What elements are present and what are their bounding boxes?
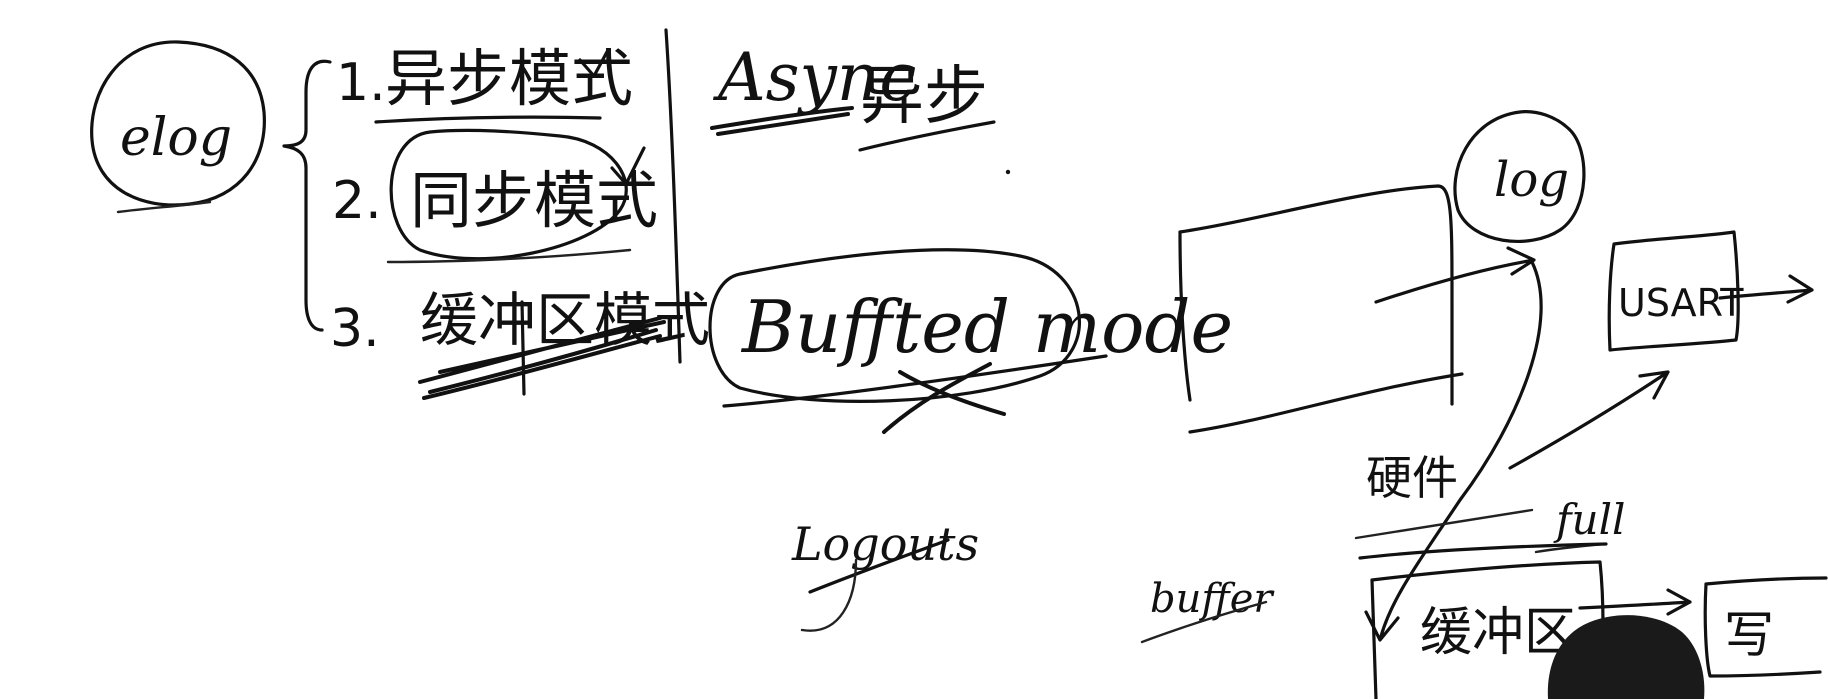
buffer-word-underline: [1140, 600, 1268, 644]
item-2-ellipse: [389, 128, 628, 261]
buffer-word-group: buffer: [1140, 576, 1275, 644]
logouts-group: Logouts: [791, 517, 979, 632]
full-text: full: [1553, 495, 1625, 544]
dot: [1005, 169, 1011, 175]
log-to-buffer-curve: [1364, 260, 1543, 642]
write-box: [1703, 576, 1828, 678]
check-mark-2: [610, 146, 646, 186]
usart-box: [1607, 230, 1740, 352]
big-rectangle: [1178, 184, 1464, 434]
list-item-2-text: 同步模式: [410, 164, 658, 237]
logouts-descender: [800, 558, 858, 632]
async-underline: [710, 106, 854, 136]
buffer-word: buffer: [1150, 576, 1275, 622]
async-cn-label: 异步: [860, 60, 988, 134]
elog-text: elog: [120, 108, 232, 168]
hardware-underline: [1354, 508, 1534, 540]
async-cn-underline: [858, 120, 996, 152]
write-group: 写: [1703, 576, 1828, 678]
list-item-3: 3. 缓冲区模式: [330, 286, 710, 400]
buffered-underline: [722, 354, 1108, 408]
item-3-cross: [520, 300, 526, 396]
logouts-underline: [808, 538, 950, 594]
usart-group: USART: [1607, 230, 1814, 352]
log-circle: [1453, 110, 1586, 243]
usart-out-arrow: [1718, 274, 1814, 304]
rect-to-log-arrow: [1374, 246, 1536, 304]
elog-group: elog: [90, 40, 266, 214]
buffered-mode-ellipse: [708, 248, 1081, 403]
hardware-group: 硬件: [1354, 370, 1670, 540]
log-group: log: [1453, 110, 1586, 243]
buffer-out-arrow: [1578, 588, 1692, 616]
buffered-mode-group: Buffted mode: [708, 248, 1233, 434]
underline-1: [374, 115, 602, 124]
log-text: log: [1494, 152, 1569, 208]
list-item-1-text: 异步模式: [385, 42, 633, 115]
underline-2: [386, 248, 632, 264]
buffer-area-text: 缓冲区: [1420, 603, 1576, 663]
hardware-to-usart-arrow: [1508, 370, 1670, 470]
person-silhouette: [1547, 615, 1705, 699]
list-item-1: 1. 异步模式: [336, 42, 633, 124]
check-mark-1: [578, 48, 610, 78]
item-3-scribble: [418, 316, 666, 400]
write-text: 写: [1724, 606, 1774, 664]
curly-brace: [282, 59, 332, 332]
list-number-1: 1.: [336, 53, 386, 113]
vertical-divider: [664, 28, 682, 364]
full-group: full: [1534, 495, 1625, 554]
usart-text: USART: [1618, 281, 1744, 325]
elog-underline: [116, 200, 212, 214]
buffered-mode-text: Buffted mode: [740, 285, 1233, 369]
list-item-2: 2. 同步模式: [332, 128, 658, 264]
list-number-3: 3.: [330, 299, 380, 359]
async-group: Async 异步: [710, 39, 1011, 175]
buffered-cross: [882, 362, 1006, 434]
list-number-2: 2.: [332, 171, 382, 231]
hardware-text: 硬件: [1366, 451, 1458, 505]
async-label: Async: [712, 39, 916, 116]
buffer-area-group: 缓冲区: [1358, 542, 1692, 699]
